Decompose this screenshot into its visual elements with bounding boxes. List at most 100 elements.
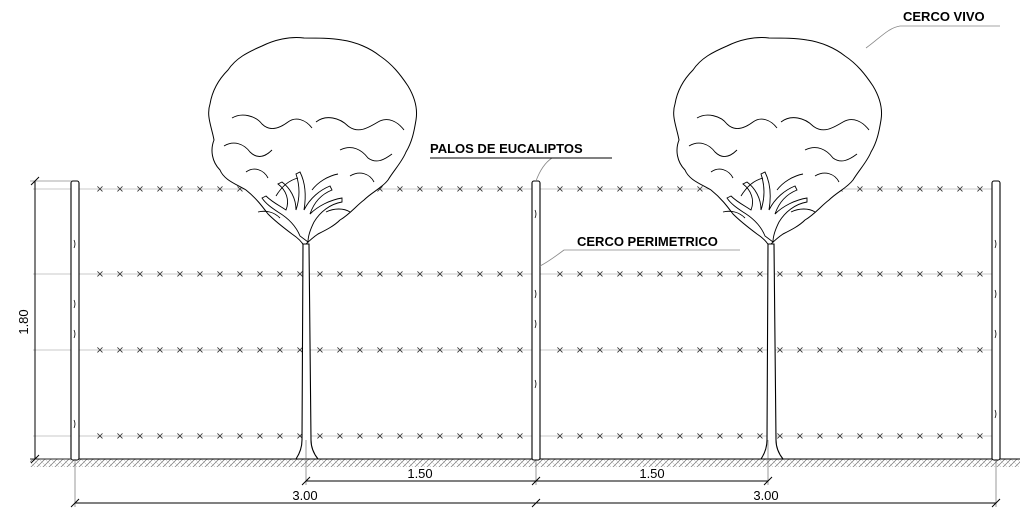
barb-mark: ×: [816, 269, 824, 280]
barb-mark: ×: [936, 431, 944, 442]
barb-mark: ×: [196, 431, 204, 442]
barb-mark: ×: [876, 269, 884, 280]
label-perimeter-fence: CERCO PERIMETRICO: [577, 234, 718, 249]
barb-mark: ×: [616, 431, 624, 442]
barb-mark: ×: [496, 184, 504, 195]
barb-mark: ×: [316, 269, 324, 280]
barb-mark: ×: [816, 431, 824, 442]
barb-mark: ×: [896, 431, 904, 442]
barb-mark: ×: [696, 345, 704, 356]
post-center: [531, 180, 541, 461]
tree-spacing-dimensions: 1.50 1.50: [301, 440, 773, 486]
barb-mark: ×: [156, 431, 164, 442]
barb-mark: ×: [976, 345, 984, 356]
barb-mark: ×: [456, 184, 464, 195]
barb-mark: ×: [776, 345, 784, 356]
barb-mark: ×: [936, 184, 944, 195]
barb-mark: ×: [556, 345, 564, 356]
barb-mark: ×: [456, 269, 464, 280]
barb-mark: ×: [576, 431, 584, 442]
barb-mark: ×: [836, 269, 844, 280]
barb-mark: ×: [116, 269, 124, 280]
barb-mark: ×: [316, 345, 324, 356]
barb-mark: ×: [716, 431, 724, 442]
barb-mark: ×: [676, 269, 684, 280]
tree-right: [673, 37, 882, 460]
barb-mark: ×: [96, 269, 104, 280]
barb-mark: ×: [216, 431, 224, 442]
barb-mark: ×: [96, 431, 104, 442]
barb-mark: ×: [496, 345, 504, 356]
barb-mark: ×: [136, 184, 144, 195]
barb-mark: ×: [356, 345, 364, 356]
barb-mark: ×: [636, 269, 644, 280]
barb-mark: ×: [676, 431, 684, 442]
barb-mark: ×: [516, 269, 524, 280]
barb-mark: ×: [876, 345, 884, 356]
barb-mark: ×: [516, 431, 524, 442]
fence-wires: [33, 188, 1000, 437]
barb-mark: ×: [596, 184, 604, 195]
barb-mark: ×: [696, 431, 704, 442]
barb-mark: ×: [816, 345, 824, 356]
tree-branches-left: [261, 171, 343, 243]
barb-mark: ×: [256, 269, 264, 280]
barb-mark: ×: [916, 269, 924, 280]
barb-mark: ×: [336, 269, 344, 280]
barb-mark: ×: [296, 431, 304, 442]
barb-mark: ×: [196, 345, 204, 356]
barb-mark: ×: [716, 269, 724, 280]
barb-mark: ×: [436, 345, 444, 356]
barb-mark: ×: [96, 345, 104, 356]
barb-mark: ×: [796, 431, 804, 442]
barb-mark: ×: [276, 269, 284, 280]
barb-mark: ×: [116, 184, 124, 195]
barb-mark: ×: [196, 184, 204, 195]
barb-mark: ×: [736, 269, 744, 280]
barb-mark: ×: [216, 269, 224, 280]
tree-crown-left: [208, 37, 417, 247]
barb-mark: ×: [376, 269, 384, 280]
dim-span-left: 3.00: [292, 488, 317, 503]
barb-mark: ×: [276, 345, 284, 356]
barb-mark: ×: [896, 184, 904, 195]
barb-mark: ×: [516, 345, 524, 356]
barb-mark: ×: [916, 431, 924, 442]
barb-mark: ×: [756, 269, 764, 280]
barb-mark: ×: [396, 431, 404, 442]
barb-mark: ×: [856, 431, 864, 442]
barb-mark: ×: [916, 345, 924, 356]
barb-mark: ×: [376, 431, 384, 442]
barb-mark: ×: [356, 269, 364, 280]
barb-mark: ×: [896, 269, 904, 280]
barb-mark: ×: [236, 269, 244, 280]
barb-mark: ×: [756, 431, 764, 442]
tree-trunk-right: [759, 243, 785, 460]
barb-mark: ×: [396, 345, 404, 356]
barb-mark: ×: [456, 431, 464, 442]
barb-mark: ×: [436, 431, 444, 442]
tree-crown-right: [673, 37, 882, 247]
barb-mark: ×: [136, 269, 144, 280]
barb-mark: ×: [416, 345, 424, 356]
barbed-wire-marks: × × × × × × × × × × × × × × × × × × × × × × × × × × × × × × × × × × × × × × × ×…: [96, 184, 984, 442]
barb-mark: ×: [476, 269, 484, 280]
barb-mark: ×: [396, 269, 404, 280]
barb-mark: ×: [236, 431, 244, 442]
barb-mark: ×: [296, 345, 304, 356]
barb-mark: ×: [656, 269, 664, 280]
barb-mark: ×: [616, 184, 624, 195]
barb-mark: ×: [696, 184, 704, 195]
tree-branches-right: [726, 171, 808, 243]
barb-mark: ×: [956, 184, 964, 195]
label-living-fence: CERCO VIVO: [903, 9, 985, 24]
barb-mark: ×: [176, 269, 184, 280]
barb-mark: ×: [256, 345, 264, 356]
barb-mark: ×: [496, 431, 504, 442]
barb-mark: ×: [936, 345, 944, 356]
barb-mark: ×: [656, 184, 664, 195]
barb-mark: ×: [276, 431, 284, 442]
barb-mark: ×: [916, 184, 924, 195]
barb-mark: ×: [976, 184, 984, 195]
